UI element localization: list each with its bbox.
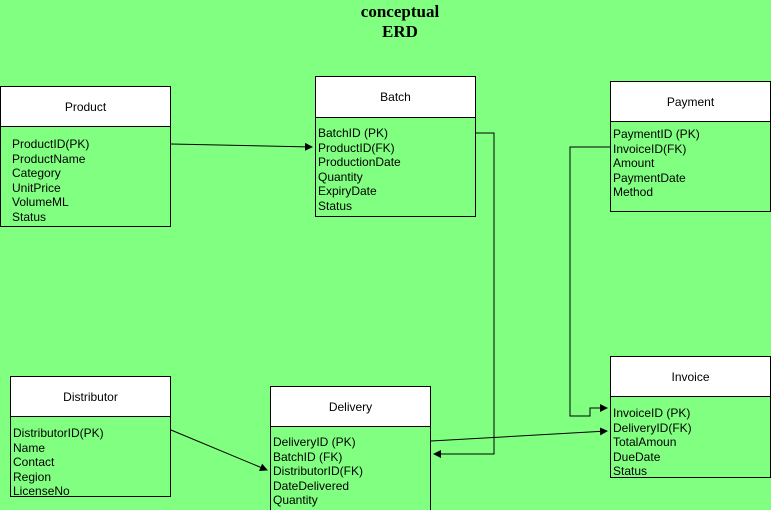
entity-header: Payment [611, 82, 770, 122]
attribute: InvoiceID(FK) [613, 141, 687, 156]
entity-invoice[interactable]: Invoice InvoiceID (PK) DeliveryID(FK) To… [610, 356, 771, 478]
attribute: PaymentDate [613, 170, 686, 185]
entity-name: Payment [666, 94, 715, 109]
delivery-invoice-connector [430, 427, 608, 442]
entity-distributor[interactable]: Distributor DistributorID(PK) Name Conta… [10, 376, 171, 499]
entity-delivery[interactable]: Delivery DeliveryID (PK) BatchID (FK) Di… [270, 386, 431, 510]
entity-name: Product [64, 99, 107, 114]
attribute: Category [12, 166, 61, 181]
batch-delivery-connector [433, 132, 495, 458]
entity-header: Delivery [271, 387, 430, 427]
attribute-list: ProductID(PK) ProductName Category UnitP… [1, 127, 170, 225]
diagram-title: conceptual ERD [300, 2, 500, 42]
distributor-delivery-connector [170, 429, 268, 471]
entity-product[interactable]: Product ProductID(PK) ProductName Catego… [0, 86, 171, 227]
attribute: BatchID (FK) [273, 449, 343, 464]
attribute: ProductID(FK) [318, 140, 395, 155]
attribute: Status [12, 209, 47, 224]
attribute: DeliveryID(FK) [613, 420, 692, 435]
attribute-list: InvoiceID (PK) DeliveryID(FK) TotalAmoun… [611, 397, 770, 479]
attribute: InvoiceID (PK) [613, 406, 691, 420]
entity-batch[interactable]: Batch BatchID (PK) ProductID(FK) Product… [315, 76, 476, 217]
attribute: UnitPrice [12, 180, 61, 195]
entity-payment[interactable]: Payment PaymentID (PK) InvoiceID(FK) Amo… [610, 81, 771, 212]
attribute: Quantity [318, 169, 363, 184]
title-line-1: conceptual [360, 2, 440, 21]
entity-name: Batch [380, 90, 411, 104]
attribute-list: DistributorID(PK) Name Contact Region Li… [11, 417, 170, 499]
entity-header: Product [1, 87, 170, 127]
attribute: DueDate [613, 449, 661, 464]
attribute: ProductName [12, 151, 86, 166]
entity-name: Distributor [63, 389, 118, 404]
attribute: Amount [613, 156, 655, 171]
entity-name: Delivery [328, 399, 373, 414]
attribute: TotalAmoun [613, 435, 677, 450]
attribute: DistributorID(PK) [13, 426, 104, 440]
attribute: BatchID (PK) [318, 126, 389, 140]
attribute: Name [13, 440, 46, 455]
attribute-list: PaymentID (PK) InvoiceID(FK) Amount Paym… [611, 122, 770, 200]
entity-header: Batch [316, 77, 475, 118]
attribute: Status [318, 198, 353, 213]
attribute-list: DeliveryID (PK) BatchID (FK) Distributor… [271, 427, 430, 508]
attribute: LicenseNo [13, 484, 70, 499]
entity-header: Invoice [611, 357, 770, 397]
payment-invoice-connector [569, 146, 610, 417]
entity-name: Invoice [671, 369, 710, 384]
attribute: ProductID(PK) [12, 137, 90, 151]
attribute-list: BatchID (PK) ProductID(FK) ProductionDat… [316, 118, 475, 214]
attribute: ProductionDate [318, 155, 401, 170]
attribute: Contact [13, 455, 55, 470]
attribute: DeliveryID (PK) [273, 435, 356, 449]
attribute: VolumeML [12, 195, 69, 210]
attribute: Region [13, 469, 52, 484]
entity-header: Distributor [11, 377, 170, 417]
attribute: Quantity [273, 493, 318, 508]
attribute: DateDelivered [273, 478, 350, 493]
attribute: PaymentID (PK) [613, 127, 700, 141]
attribute: Method [613, 185, 654, 200]
attribute: Status [613, 464, 648, 479]
attribute: DistributorID(FK) [273, 464, 364, 479]
product-batch-connector [170, 142, 313, 151]
title-line-2: ERD [382, 22, 418, 41]
attribute: ExpiryDate [318, 184, 377, 199]
